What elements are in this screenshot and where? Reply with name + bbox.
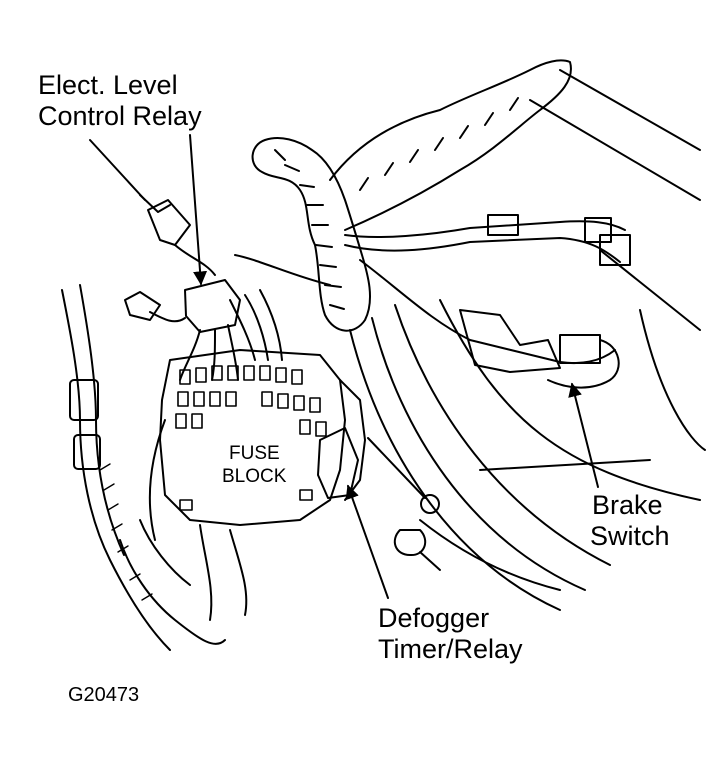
relay-label-line1: Elect. Level bbox=[38, 70, 178, 100]
side-plug bbox=[124, 291, 186, 323]
left-connector-2 bbox=[73, 434, 101, 470]
brake-leader-arrow bbox=[568, 382, 599, 488]
level-relay-body bbox=[184, 279, 241, 333]
left-connector-1 bbox=[69, 379, 99, 421]
relay-probe-tip bbox=[139, 194, 171, 213]
defogger-relay-body bbox=[317, 427, 359, 499]
relay-connector bbox=[147, 199, 191, 246]
brake-switch-lead bbox=[547, 339, 620, 389]
connector-upper-3 bbox=[599, 234, 631, 266]
lower-left-bundle bbox=[119, 419, 226, 645]
main-harness-loop bbox=[251, 137, 371, 332]
upper-wire-run bbox=[344, 220, 626, 238]
defogger-label-line1: Defogger bbox=[378, 603, 490, 633]
left-hatching bbox=[99, 463, 153, 601]
dash-panel-lines bbox=[349, 69, 706, 611]
relay-leader-arrow bbox=[189, 134, 208, 286]
lower-left-bundle-2 bbox=[199, 524, 248, 621]
harness-bundle bbox=[229, 254, 331, 361]
brake-label-line2: Switch bbox=[590, 521, 670, 551]
connector-upper-2 bbox=[584, 217, 612, 243]
connector-upper-1 bbox=[487, 214, 519, 236]
upper-wire-run-3 bbox=[359, 259, 616, 365]
harness-wraps bbox=[274, 149, 345, 310]
figure-id: G20473 bbox=[68, 684, 140, 706]
fuse-label-line1: FUSE bbox=[229, 443, 280, 464]
defogger-label-line2: Timer/Relay bbox=[378, 634, 523, 664]
fuse-label-line2: BLOCK bbox=[222, 466, 287, 487]
brake-label-line1: Brake bbox=[592, 490, 663, 520]
upper-wire-run-2 bbox=[344, 237, 621, 263]
fuse-block-fuses bbox=[175, 365, 327, 511]
left-harness-outer bbox=[61, 289, 171, 651]
fuse-block-outline bbox=[159, 349, 346, 526]
relay-label-line2: Control Relay bbox=[38, 101, 202, 131]
defogger-lower-plug bbox=[393, 529, 441, 571]
brake-switch-plug bbox=[559, 334, 601, 364]
defogger-probe bbox=[367, 437, 426, 499]
relay-probe-wire bbox=[89, 139, 146, 201]
brake-switch-bracket bbox=[459, 309, 561, 373]
defogger-probe-tip bbox=[420, 494, 440, 514]
dash-top-ripples bbox=[359, 97, 519, 191]
relay-connector-cable bbox=[174, 244, 216, 276]
dash-top-contour bbox=[329, 59, 572, 231]
defogger-leader-arrow bbox=[345, 484, 389, 599]
